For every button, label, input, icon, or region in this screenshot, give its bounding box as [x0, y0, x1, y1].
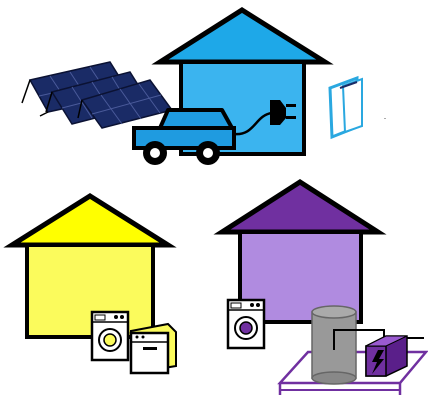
booklet [330, 78, 385, 137]
yellow-house [12, 196, 168, 337]
purple-house-roof [222, 182, 378, 232]
solar-panel-array [22, 62, 172, 128]
blue-house-roof [160, 10, 325, 62]
electric-car [134, 110, 234, 165]
yellow-house-wall [27, 245, 153, 337]
washing-machine [228, 300, 264, 348]
car-roof [160, 110, 232, 128]
yellow-house-roof [12, 196, 168, 245]
washing-machine [92, 312, 128, 360]
dishwasher [131, 324, 176, 373]
